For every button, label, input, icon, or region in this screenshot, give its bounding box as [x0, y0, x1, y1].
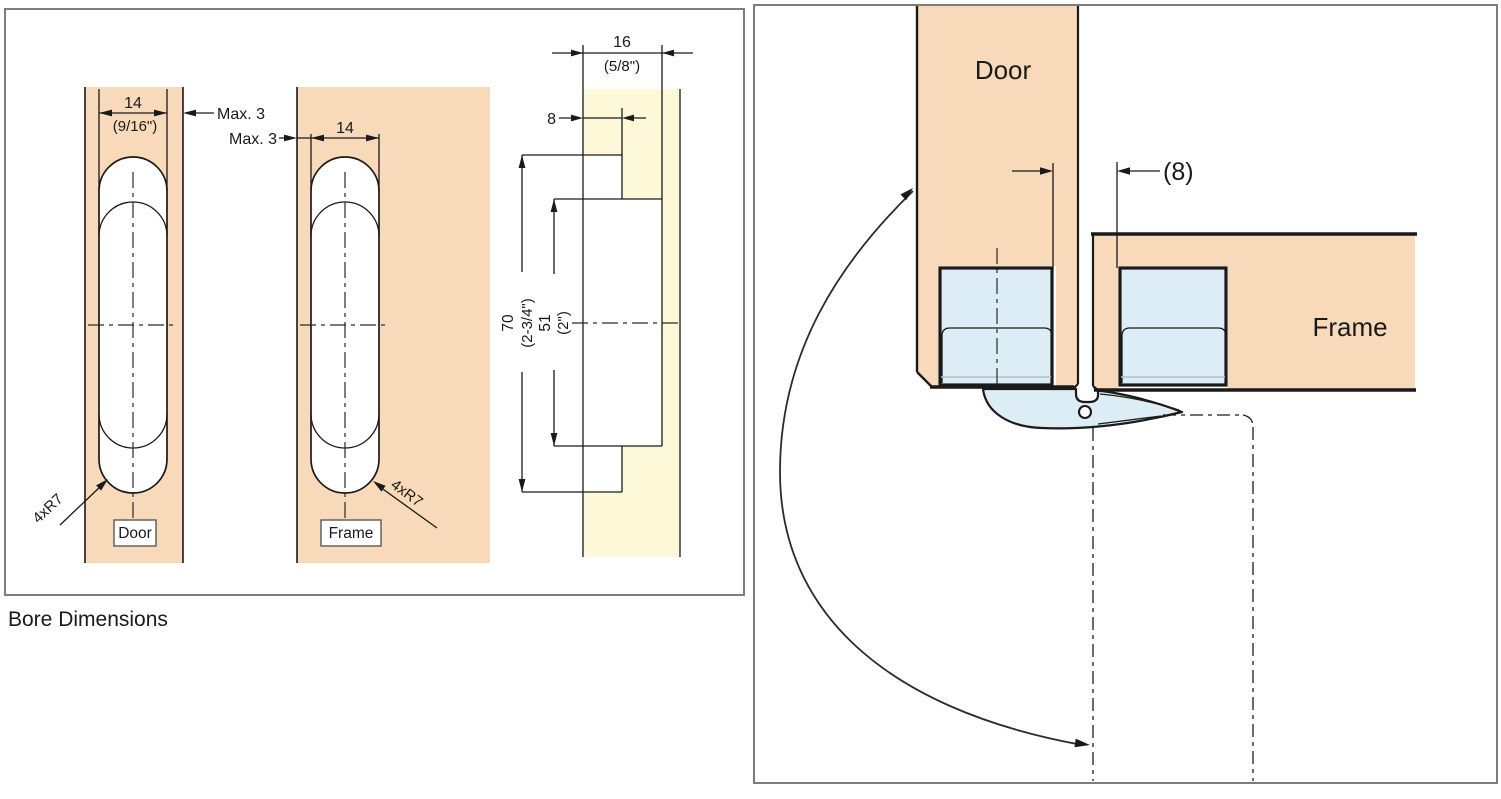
dim-arrow-icon [99, 109, 112, 117]
dim-arrow-icon [1117, 167, 1130, 175]
door-gap-dim-label: Max. 3 [217, 106, 265, 123]
door-swing-arc [779, 190, 1078, 745]
hinge-section-panel: (8) Door Frame [753, 4, 1498, 784]
frame-tag-box [320, 519, 382, 547]
side-height70-inch-label: (2-3/4") [519, 298, 536, 348]
dim-arrow-icon [518, 479, 526, 492]
door-section-label: Door [975, 55, 1032, 85]
frame-section-label: Frame [1312, 312, 1387, 342]
bore-dimensions-panel: 14 (9/16") Max. 3 4xR7 Door 14 Max. 3 [4, 8, 745, 631]
side-view-outline-lines [522, 45, 681, 557]
dim-arrow-icon [571, 49, 583, 57]
door-cup-inner-body [941, 327, 1053, 383]
hinge-pivot-pin-icon [1077, 404, 1093, 420]
gap-dim-extension-lines [1052, 162, 1118, 270]
dim-arrow-icon [622, 114, 634, 122]
frame-radius-leader [379, 486, 438, 529]
open-door-back-dashed-line [1163, 414, 1254, 781]
frame-tag-label: Frame [329, 525, 374, 542]
side-width-dim-label: 16 [613, 34, 631, 51]
door-bore-view: 14 (9/16") Max. 3 4xR7 Door [29, 87, 265, 563]
side-height70-label: 70 [500, 314, 517, 332]
bore-side-view: 16 (5/8") 8 70 (2-3/4") 51 (2") [500, 34, 693, 557]
hinge-link-edge-line [1099, 393, 1180, 411]
gap-dim-label: (8) [1163, 158, 1194, 186]
door-tag-label: Door [118, 525, 152, 542]
side-height51-label: 51 [537, 314, 554, 331]
dim-arrow-icon [662, 49, 674, 57]
dim-arrow-icon [550, 433, 558, 446]
frame-section-body [1093, 233, 1415, 391]
dim-arrow-icon [284, 134, 297, 142]
frame-hinge-cup [1118, 266, 1228, 387]
dim-arrow-icon [1040, 167, 1053, 175]
dim-arrow-icon [311, 134, 324, 142]
swing-arrow-icon [900, 188, 913, 201]
dim-arrow-icon [366, 134, 379, 142]
panel-caption: Bore Dimensions [8, 608, 168, 631]
door-left-edge [915, 6, 933, 388]
side-offset-dim-label: 8 [547, 111, 556, 128]
side-width-dim-inch-label: (5/8") [604, 58, 640, 75]
dim-arrow-icon [154, 109, 167, 117]
leader-arrow-icon [96, 479, 108, 491]
swing-arrow-icon [1074, 738, 1090, 748]
door-width-dim-inch-label: (9/16") [113, 118, 158, 135]
dim-arrow-icon [518, 155, 526, 168]
door-hinge-cup [938, 266, 1054, 387]
open-position-link-line [1097, 415, 1162, 425]
side-height51-inch-label: (2") [555, 311, 572, 335]
door-tag-box [113, 519, 157, 547]
door-width-dim-label: 14 [124, 95, 142, 112]
frame-cup-inner-body [1121, 327, 1227, 383]
frame-gap-dim-label: Max. 3 [229, 131, 277, 148]
dim-arrow-icon [183, 109, 196, 117]
door-section-body [917, 6, 1078, 391]
frame-bore-view: 14 Max. 3 4xR7 Frame [229, 87, 490, 563]
door-radius-leader [59, 485, 102, 526]
dim-arrow-icon [571, 114, 583, 122]
dim-arrow-icon [550, 199, 558, 212]
frame-width-dim-label: 14 [336, 120, 354, 137]
leader-arrow-icon [373, 481, 386, 492]
